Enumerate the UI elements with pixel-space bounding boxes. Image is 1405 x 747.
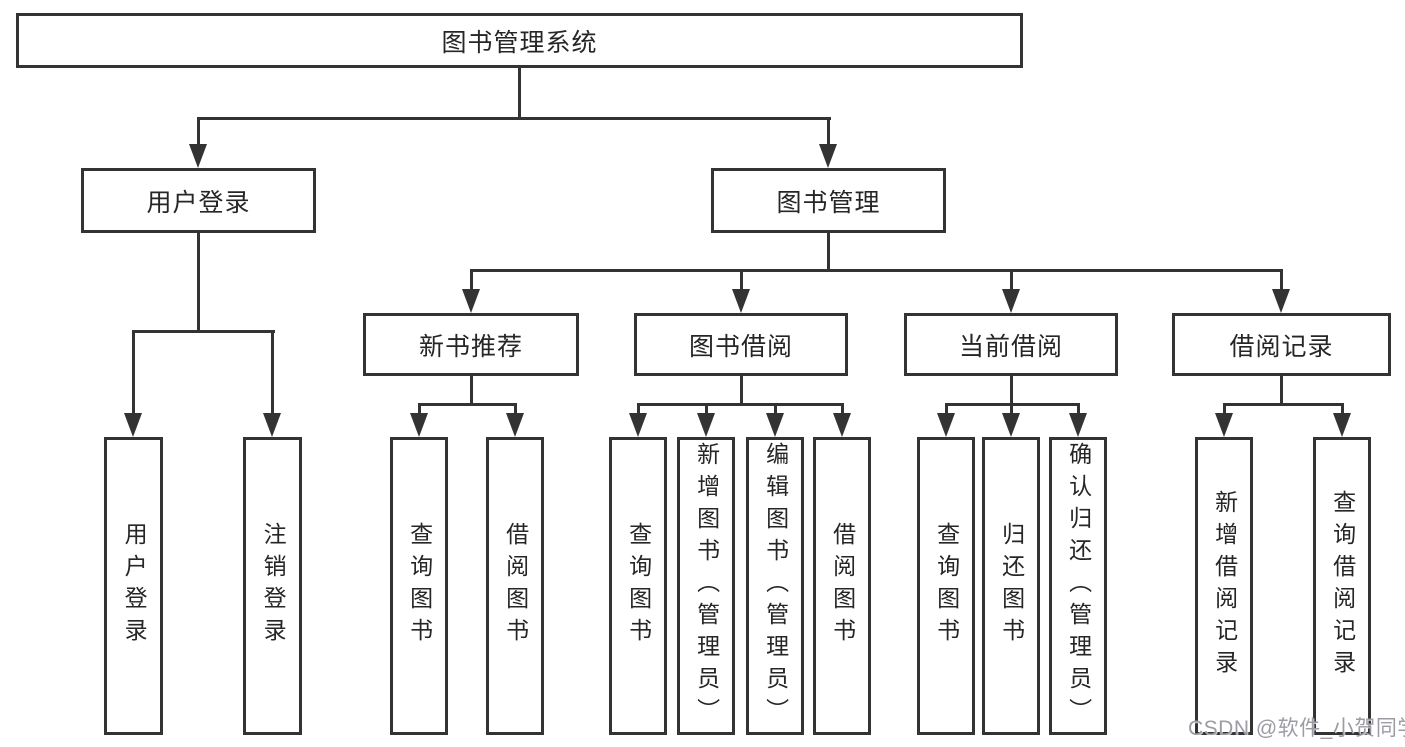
leaf-query-book-1-label: 查询图书 bbox=[406, 522, 433, 650]
leaf-edit-book-admin: 编辑图书（管理员） bbox=[746, 437, 804, 735]
arrow-down-icon bbox=[189, 144, 207, 168]
arrow-down-icon bbox=[833, 413, 851, 437]
connector-group1-stem bbox=[418, 403, 421, 417]
node-book-management-label: 图书管理 bbox=[776, 188, 881, 217]
node-user-login: 用户登录 bbox=[81, 168, 316, 233]
node-new-book-recommend: 新书推荐 bbox=[363, 313, 579, 376]
leaf-return-book: 归还图书 bbox=[982, 437, 1040, 735]
arrow-down-icon bbox=[410, 413, 428, 437]
node-root-title: 图书管理系统 bbox=[16, 13, 1023, 68]
leaf-add-borrow-record-label: 新增借阅记录 bbox=[1211, 490, 1238, 682]
connector-stem-user-login bbox=[197, 117, 200, 149]
connector-group2-horizontal bbox=[637, 403, 844, 406]
connector-group3-stem bbox=[1077, 403, 1080, 417]
leaf-confirm-return-admin: 确认归还（管理员） bbox=[1049, 437, 1107, 735]
arrow-down-icon bbox=[732, 289, 750, 313]
csdn-watermark: CSDN @软件_小贺同学 bbox=[1188, 717, 1405, 740]
leaf-add-book-admin: 新增图书（管理员） bbox=[677, 437, 735, 735]
leaf-edit-book-admin-label: 编辑图书（管理员） bbox=[762, 442, 789, 730]
connector-level2-horizontal bbox=[470, 269, 1283, 272]
connector-group3-stem bbox=[945, 403, 948, 417]
arrow-down-icon bbox=[819, 144, 837, 168]
arrow-down-icon bbox=[1069, 413, 1087, 437]
leaf-query-book-2: 查询图书 bbox=[609, 437, 667, 735]
node-root-label: 图书管理系统 bbox=[441, 28, 598, 57]
leaf-borrow-book-1: 借阅图书 bbox=[486, 437, 544, 735]
node-current-borrow-label: 当前借阅 bbox=[958, 332, 1063, 361]
connector-stem-book-management bbox=[827, 117, 830, 149]
connector-stem-leaf-user-login bbox=[132, 330, 135, 415]
leaf-return-book-label: 归还图书 bbox=[998, 522, 1025, 650]
connector-group2-stub bbox=[740, 376, 743, 405]
leaf-logout: 注销登录 bbox=[243, 437, 302, 735]
arrow-down-icon bbox=[1002, 289, 1020, 313]
connector-user-login-stub bbox=[197, 233, 200, 332]
arrow-down-icon bbox=[263, 413, 281, 437]
connector-stem-new-book bbox=[470, 269, 473, 293]
connector-root-horizontal bbox=[197, 117, 831, 120]
connector-group4-horizontal bbox=[1223, 403, 1344, 406]
leaf-add-borrow-record: 新增借阅记录 bbox=[1195, 437, 1253, 735]
arrow-down-icon bbox=[462, 289, 480, 313]
connector-group4-stem bbox=[1223, 403, 1226, 417]
node-borrow-record: 借阅记录 bbox=[1172, 313, 1391, 376]
leaf-borrow-book-2-label: 借阅图书 bbox=[829, 522, 856, 650]
leaf-query-book-1: 查询图书 bbox=[390, 437, 448, 735]
connector-group1-stub bbox=[470, 376, 473, 405]
node-book-borrow-label: 图书借阅 bbox=[688, 332, 793, 361]
connector-book-management-stub bbox=[827, 233, 830, 272]
arrow-down-icon bbox=[1002, 413, 1020, 437]
connector-group1-horizontal bbox=[418, 403, 517, 406]
leaf-user-login-label: 用户登录 bbox=[121, 522, 148, 650]
leaf-query-book-3: 查询图书 bbox=[917, 437, 975, 735]
node-book-borrow: 图书借阅 bbox=[634, 313, 848, 376]
leaf-query-book-3-label: 查询图书 bbox=[933, 522, 960, 650]
leaf-query-borrow-record-label: 查询借阅记录 bbox=[1329, 490, 1356, 682]
leaf-query-book-2-label: 查询图书 bbox=[625, 522, 652, 650]
arrow-down-icon bbox=[697, 413, 715, 437]
connector-stem-current-borrow bbox=[1010, 269, 1013, 293]
connector-stem-book-borrow bbox=[740, 269, 743, 293]
leaf-query-borrow-record: 查询借阅记录 bbox=[1313, 437, 1371, 735]
leaf-borrow-book-1-label: 借阅图书 bbox=[502, 522, 529, 650]
leaf-borrow-book-2: 借阅图书 bbox=[813, 437, 871, 735]
connector-group2-stem bbox=[705, 403, 708, 417]
arrow-down-icon bbox=[124, 413, 142, 437]
connector-group4-stem bbox=[1341, 403, 1344, 417]
connector-group2-stem bbox=[637, 403, 640, 417]
connector-group3-stub bbox=[1010, 376, 1013, 405]
node-book-management: 图书管理 bbox=[711, 168, 946, 233]
leaf-confirm-return-admin-label: 确认归还（管理员） bbox=[1065, 442, 1092, 730]
connector-group1-stem bbox=[514, 403, 517, 417]
arrow-down-icon bbox=[1272, 289, 1290, 313]
arrow-down-icon bbox=[1215, 413, 1233, 437]
node-current-borrow: 当前借阅 bbox=[904, 313, 1118, 376]
connector-group3-stem bbox=[1010, 403, 1013, 417]
arrow-down-icon bbox=[506, 413, 524, 437]
node-borrow-record-label: 借阅记录 bbox=[1229, 332, 1334, 361]
connector-user-login-horizontal bbox=[132, 330, 275, 333]
connector-stem-leaf-logout bbox=[271, 330, 274, 415]
arrow-down-icon bbox=[937, 413, 955, 437]
node-new-book-recommend-label: 新书推荐 bbox=[418, 332, 523, 361]
node-user-login-label: 用户登录 bbox=[146, 188, 251, 217]
connector-stem-borrow-record bbox=[1280, 269, 1283, 293]
leaf-add-book-admin-label: 新增图书（管理员） bbox=[693, 442, 720, 730]
connector-group2-stem bbox=[774, 403, 777, 417]
arrow-down-icon bbox=[766, 413, 784, 437]
arrow-down-icon bbox=[629, 413, 647, 437]
connector-group4-stub bbox=[1280, 376, 1283, 405]
connector-group2-stem bbox=[841, 403, 844, 417]
leaf-user-login: 用户登录 bbox=[104, 437, 163, 735]
leaf-logout-label: 注销登录 bbox=[260, 522, 287, 650]
connector-root-stub bbox=[518, 68, 521, 120]
arrow-down-icon bbox=[1333, 413, 1351, 437]
